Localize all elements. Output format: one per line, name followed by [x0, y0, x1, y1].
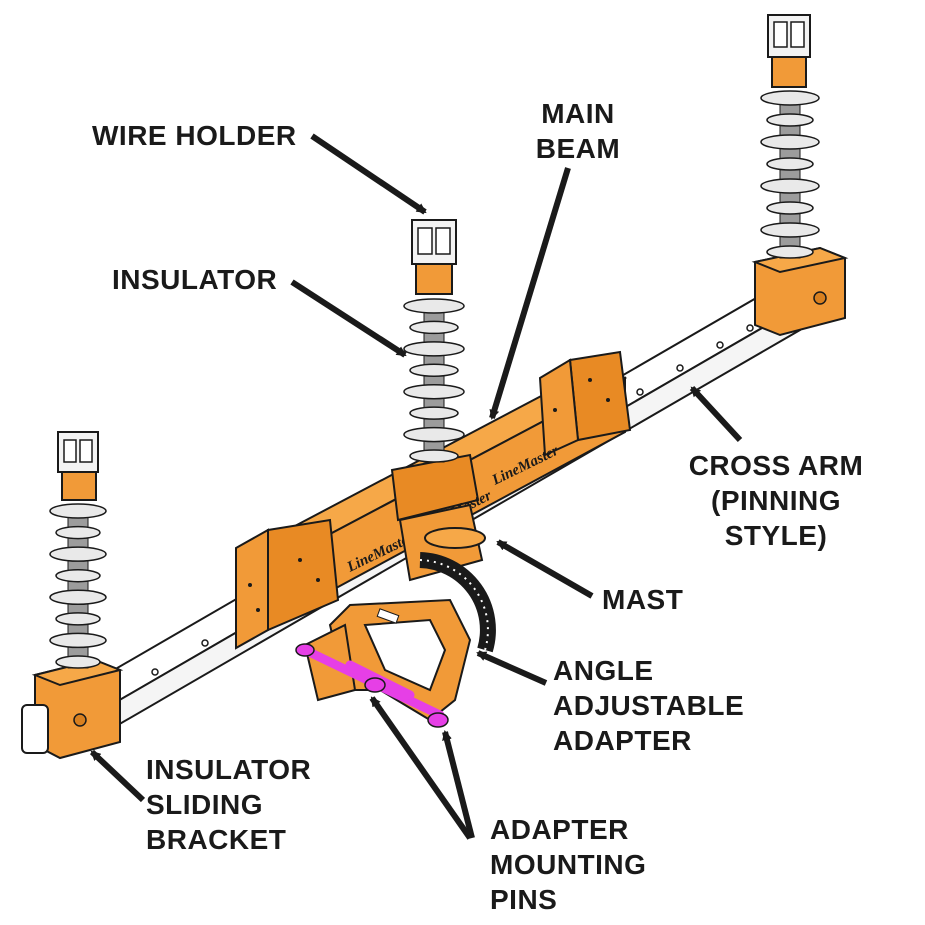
insulator-left — [49, 503, 107, 669]
label-insulator: INSULATOR — [112, 262, 277, 297]
label-main-beam-line-2: BEAM — [535, 133, 621, 164]
arrow-angle-adapter — [476, 650, 548, 686]
label-angle-adapter-line-1: ANGLE — [553, 655, 654, 686]
angle-adjustable-adapter — [303, 552, 496, 722]
arrow-main-beam — [489, 167, 571, 420]
insulator-sliding-bracket-left — [21, 658, 124, 760]
label-sliding-bracket: INSULATOR SLIDING BRACKET — [146, 752, 311, 857]
leader-arrows — [89, 133, 743, 840]
label-mounting-pins-line-3: PINS — [490, 884, 558, 915]
label-mounting-pins-line-2: MOUNTING — [490, 849, 647, 880]
insulator-disc — [760, 134, 820, 150]
insulator-disc — [409, 363, 459, 378]
insulator-right — [760, 90, 820, 259]
insulator-disc — [403, 426, 465, 443]
label-main-beam: MAIN BEAM — [528, 96, 628, 166]
label-mast-line-1: MAST — [602, 584, 684, 615]
label-wire-holder: WIRE HOLDER — [92, 118, 297, 153]
insulator-disc — [49, 632, 107, 649]
label-mounting-pins-line-1: ADAPTER — [490, 814, 629, 845]
label-mounting-pins: ADAPTER MOUNTING PINS — [490, 812, 646, 917]
insulator-disc — [49, 546, 107, 562]
label-insulator-line-1: INSULATOR — [112, 264, 278, 295]
arrow-cross-arm — [689, 385, 743, 443]
insulator-center — [403, 298, 465, 463]
label-main-beam-line-1: MAIN — [541, 98, 615, 129]
label-mast: MAST — [602, 582, 683, 617]
insulator-disc — [403, 298, 465, 314]
insulator-disc — [760, 90, 820, 106]
insulator-disc — [760, 222, 820, 238]
label-cross-arm-line-2: (PINNING — [711, 485, 841, 516]
insulator-disc — [55, 525, 101, 540]
wire-holder-center — [411, 219, 457, 295]
insulator-disc — [49, 503, 107, 519]
insulator-disc — [409, 320, 459, 335]
label-sliding-bracket-line-1: INSULATOR — [146, 754, 312, 785]
label-sliding-bracket-line-2: SLIDING — [146, 789, 264, 820]
insulator-disc — [55, 655, 101, 669]
insulator-disc — [766, 245, 814, 259]
label-cross-arm: CROSS ARM (PINNING STYLE) — [682, 448, 870, 553]
insulator-disc — [766, 157, 814, 171]
label-wire-holder-line-1: WIRE HOLDER — [92, 120, 297, 151]
insulator-disc — [409, 449, 459, 463]
wire-holder-right — [767, 14, 811, 88]
insulator-disc — [403, 341, 465, 357]
insulator-disc — [403, 383, 465, 400]
arrow-sliding-bracket — [89, 749, 146, 803]
label-cross-arm-line-1: CROSS ARM — [688, 450, 864, 481]
adapter-mounting-pins — [295, 643, 449, 728]
arrow-mast — [496, 539, 594, 599]
insulator-disc — [55, 612, 101, 626]
label-cross-arm-line-3: STYLE) — [724, 520, 828, 551]
label-angle-adapter-line-3: ADAPTER — [553, 725, 692, 756]
insulator-disc — [49, 589, 107, 606]
label-sliding-bracket-line-3: BRACKET — [146, 824, 287, 855]
label-angle-adapter-line-2: ADJUSTABLE — [553, 690, 745, 721]
arrow-wire-holder — [310, 133, 427, 215]
arrow-pin-2 — [442, 730, 475, 839]
insulator-disc — [766, 113, 814, 127]
arrow-insulator — [290, 279, 407, 358]
label-angle-adapter: ANGLE ADJUSTABLE ADAPTER — [553, 653, 744, 758]
insulator-disc — [409, 406, 459, 420]
insulators — [49, 90, 820, 669]
arrow-pin-1 — [369, 696, 473, 840]
insulator-disc — [766, 201, 814, 215]
insulator-disc — [760, 178, 820, 194]
insulator-sliding-bracket-right — [751, 246, 849, 337]
wire-holder-left — [57, 431, 99, 501]
insulator-disc — [55, 568, 101, 583]
